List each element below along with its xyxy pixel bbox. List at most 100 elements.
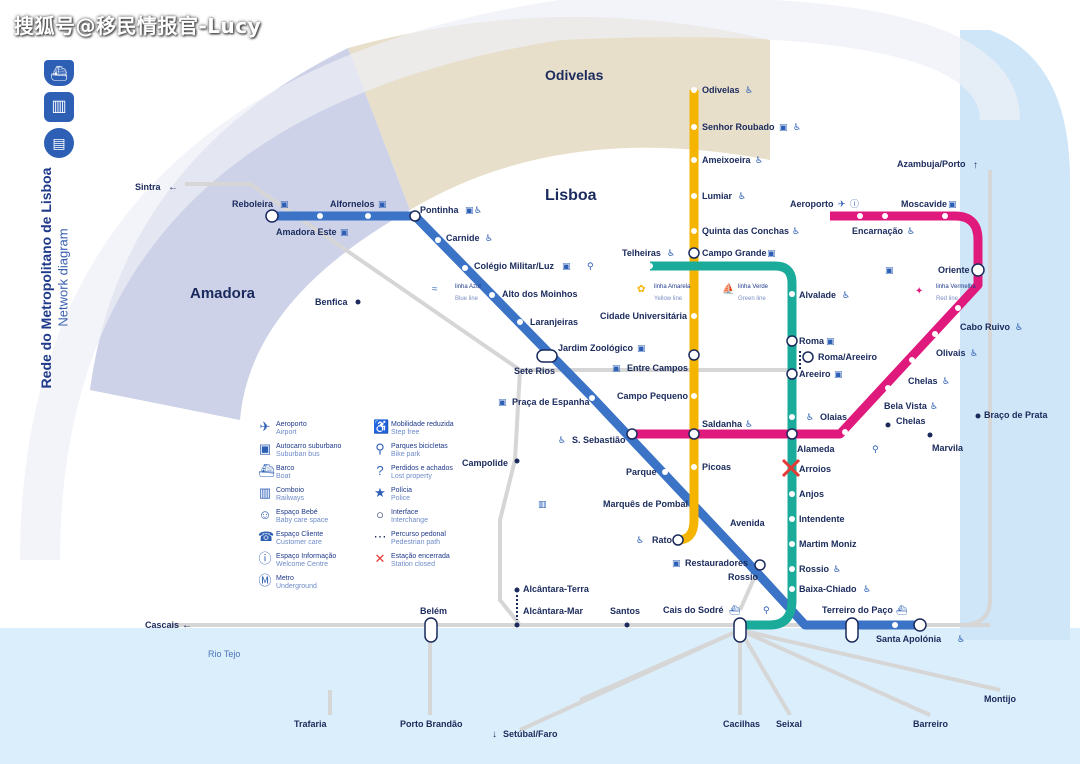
station-label[interactable]: Pontinha (420, 205, 459, 215)
station-label[interactable]: Marquês de Pombal (603, 499, 688, 509)
interchange-icon[interactable] (913, 618, 927, 632)
station-label[interactable]: Alameda (797, 444, 836, 454)
station-label[interactable]: Lumiar (702, 191, 733, 201)
station-label[interactable]: Santos (610, 606, 640, 616)
station-dot[interactable] (517, 319, 523, 325)
interchange-icon[interactable] (672, 534, 684, 546)
station-dot[interactable] (789, 516, 795, 522)
station-label[interactable]: Rossio (799, 564, 830, 574)
rail-stop-dot[interactable] (624, 622, 630, 628)
station-label[interactable]: Cais do Sodré (663, 605, 724, 615)
rail-stop-dot[interactable] (514, 622, 520, 628)
station-dot[interactable] (789, 566, 795, 572)
station-label[interactable]: Amadora Este (276, 227, 337, 237)
station-label[interactable]: Parque (626, 467, 657, 477)
station-label[interactable]: Areeiro (799, 369, 831, 379)
station-dot[interactable] (435, 237, 441, 243)
station-label[interactable]: Cidade Universitária (600, 311, 688, 321)
interchange-icon[interactable] (786, 335, 798, 347)
interchange-icon[interactable] (688, 428, 700, 440)
station-label[interactable]: Reboleira (232, 199, 274, 209)
station-dot[interactable] (317, 213, 323, 219)
station-label[interactable]: Moscavide (901, 199, 947, 209)
station-label[interactable]: Cabo Ruivo (960, 322, 1011, 332)
station-label[interactable]: Baixa-Chiado (799, 584, 857, 594)
destination-label[interactable]: Trafaria (294, 719, 328, 729)
destination-label[interactable]: Barreiro (913, 719, 949, 729)
interchange-icon[interactable] (536, 349, 558, 363)
station-label[interactable]: Santa Apolónia (876, 634, 942, 644)
interchange-icon[interactable] (971, 263, 985, 277)
station-label[interactable]: Anjos (799, 489, 824, 499)
station-label[interactable]: Oriente (938, 265, 970, 275)
interchange-icon[interactable] (754, 559, 766, 571)
station-label[interactable]: Terreiro do Paço (822, 605, 893, 615)
destination-label[interactable]: Porto Brandão (400, 719, 463, 729)
station-label[interactable]: Laranjeiras (530, 317, 578, 327)
station-label[interactable]: Saldanha (702, 419, 743, 429)
rail-stop-dot[interactable] (514, 587, 520, 593)
destination-label[interactable]: Montijo (984, 694, 1016, 704)
station-label[interactable]: Braço de Prata (984, 410, 1049, 420)
station-dot[interactable] (662, 469, 668, 475)
station-label[interactable]: Rossio (728, 572, 759, 582)
station-label[interactable]: Olaias (820, 412, 847, 422)
station-label[interactable]: Senhor Roubado (702, 122, 775, 132)
interchange-icon[interactable] (786, 428, 798, 440)
station-label[interactable]: Alcântara-Mar (523, 606, 584, 616)
interchange-icon[interactable] (688, 247, 700, 259)
station-dot[interactable] (365, 213, 371, 219)
station-label[interactable]: Encarnação (852, 226, 904, 236)
station-label[interactable]: Alfornelos (330, 199, 375, 209)
station-label[interactable]: Martim Moniz (799, 539, 857, 549)
station-dot[interactable] (691, 124, 697, 130)
station-label[interactable]: Belém (420, 606, 447, 616)
interchange-icon[interactable] (845, 617, 859, 643)
station-label[interactable]: Sete Rios (514, 366, 555, 376)
destination-label[interactable]: Sintra (135, 182, 162, 192)
station-label[interactable]: Restauradores (685, 558, 748, 568)
rail-stop-dot[interactable] (885, 422, 891, 428)
station-label[interactable]: Olivais (936, 348, 966, 358)
station-dot[interactable] (789, 414, 795, 420)
station-label[interactable]: Roma/Areeiro (818, 352, 878, 362)
station-dot[interactable] (489, 292, 495, 298)
station-label[interactable]: Intendente (799, 514, 845, 524)
station-dot[interactable] (842, 429, 848, 435)
station-dot[interactable] (942, 213, 948, 219)
station-dot[interactable] (882, 213, 888, 219)
station-label[interactable]: Odivelas (702, 85, 740, 95)
station-label[interactable]: Chelas (908, 376, 938, 386)
station-label[interactable]: S. Sebastião (572, 435, 626, 445)
station-label[interactable]: Campolide (462, 458, 508, 468)
station-label[interactable]: Chelas (896, 416, 926, 426)
station-dot[interactable] (892, 622, 898, 628)
interchange-icon[interactable] (265, 209, 279, 223)
station-label[interactable]: Arroios (799, 464, 831, 474)
station-label[interactable]: Picoas (702, 462, 731, 472)
rail-stop-dot[interactable] (975, 413, 981, 419)
station-label[interactable]: Rato (652, 535, 673, 545)
station-label[interactable]: Ameixoeira (702, 155, 752, 165)
station-label[interactable]: Roma (799, 336, 825, 346)
station-dot[interactable] (885, 385, 891, 391)
destination-label[interactable]: Azambuja/Porto (897, 159, 966, 169)
station-label[interactable]: Carnide (446, 233, 480, 243)
station-label[interactable]: Campo Grande (702, 248, 767, 258)
station-dot[interactable] (789, 541, 795, 547)
station-label[interactable]: Alvalade (799, 290, 836, 300)
station-dot[interactable] (789, 586, 795, 592)
station-dot[interactable] (691, 393, 697, 399)
station-label[interactable]: Entre Campos (627, 363, 688, 373)
station-dot[interactable] (932, 331, 938, 337)
station-label[interactable]: Alcântara-Terra (523, 584, 590, 594)
station-label[interactable]: Colégio Militar/Luz (474, 261, 554, 271)
station-label[interactable]: Avenida (730, 518, 766, 528)
station-label[interactable]: Telheiras (622, 248, 661, 258)
station-dot[interactable] (462, 265, 468, 271)
station-dot[interactable] (691, 157, 697, 163)
station-dot[interactable] (691, 193, 697, 199)
station-dot[interactable] (691, 228, 697, 234)
rail-stop-dot[interactable] (514, 458, 520, 464)
station-label[interactable]: Jardim Zoológico (558, 343, 634, 353)
